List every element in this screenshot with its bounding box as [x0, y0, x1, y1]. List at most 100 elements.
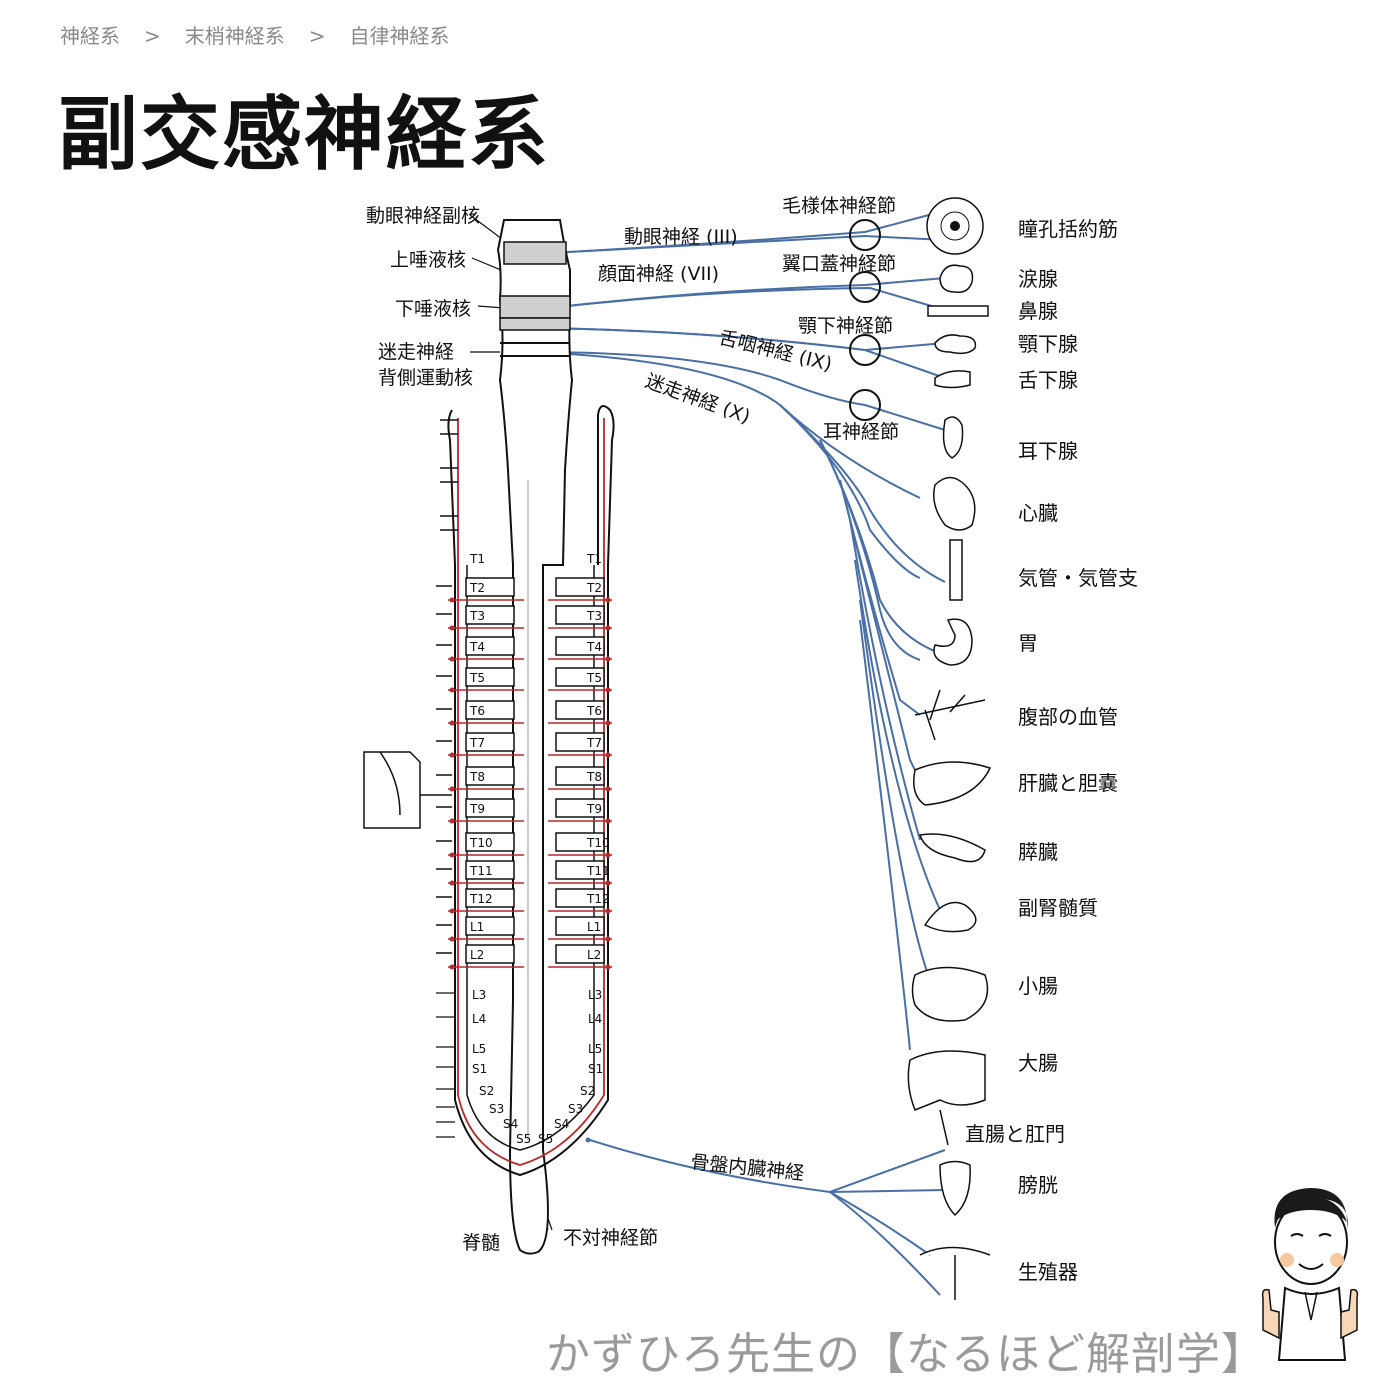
- nucleus-band: [499, 317, 571, 331]
- organ-label-pancreas: 膵臓: [1018, 840, 1058, 864]
- bladder-icon: [939, 1160, 971, 1217]
- segment-node: [449, 720, 455, 726]
- segment-node: [605, 852, 611, 858]
- organ-label-small-intestine: 小腸: [1018, 974, 1058, 998]
- abdominal-vessels-icon: [914, 689, 986, 741]
- label-vagus-nerve: 迷走神経 (X): [642, 370, 753, 428]
- nerve-fiber: [589, 1139, 946, 1194]
- segment-label-right: T1: [586, 552, 602, 566]
- nerve-fiber: [859, 619, 911, 1051]
- segment-node: [605, 936, 611, 942]
- nerve-fiber: [531, 277, 946, 311]
- segment-box-left: [465, 667, 515, 687]
- pupil-icon: [950, 221, 960, 231]
- segment-node: [449, 964, 455, 970]
- segment-label-right: T11: [586, 864, 610, 878]
- organ-label-abdominal-vessels: 腹部の血管: [1018, 705, 1118, 729]
- organ-label-nasal-gland: 鼻腺: [1018, 299, 1058, 323]
- organ-label-pupillary-sphincter: 瞳孔括約筋: [1018, 217, 1118, 241]
- segment-label-left: T2: [469, 581, 485, 595]
- nerve-fiber: [819, 439, 921, 661]
- ganglion-circle: [849, 334, 881, 366]
- segment-node: [449, 786, 455, 792]
- label-inferior-salivatory-nucleus: 下唾液核: [395, 298, 471, 320]
- nerve-fiber: [829, 1191, 941, 1296]
- segment-label-left: L3: [472, 988, 486, 1002]
- breadcrumb: 神経系>末梢神経系>自律神経系: [60, 20, 450, 49]
- segment-label-right: T12: [586, 892, 610, 906]
- rectum-icon: [939, 1109, 949, 1146]
- small-intestine-icon: [911, 966, 989, 1022]
- nerve-lines: [469, 211, 946, 1296]
- segment-label-right: S1: [588, 1062, 603, 1076]
- organ-label-sublingual-gland: 舌下腺: [1018, 368, 1078, 392]
- segment-node: [449, 908, 455, 914]
- segment-node: [605, 752, 611, 758]
- segment-node: [449, 752, 455, 758]
- segment-label-left: T10: [469, 836, 493, 850]
- inner-chain-outline: [466, 565, 595, 1151]
- segment-box-left: [465, 916, 515, 936]
- page-title: 副交感神経系: [58, 88, 550, 181]
- segment-box-right: [555, 916, 605, 936]
- segment-label-right: L5: [588, 1042, 602, 1056]
- label-vagus-dorsal-2: 背側運動核: [378, 367, 473, 389]
- lacrimal-gland-icon: [939, 264, 974, 294]
- segment-label-left: T9: [469, 802, 485, 816]
- segment-label-left: T1: [469, 552, 485, 566]
- organ-label-trachea-bronchi: 気管・気管支: [1018, 566, 1138, 590]
- segment-label-left: T8: [469, 770, 485, 784]
- segment-label-right: L3: [588, 988, 602, 1002]
- breadcrumb-item-autonomic[interactable]: 自律神経系: [349, 24, 450, 48]
- organ-label-reproductive-organs: 生殖器: [1018, 1260, 1078, 1284]
- segment-node: [605, 720, 611, 726]
- segment-label-right: T10: [586, 836, 610, 850]
- segment-box-left: [465, 766, 515, 786]
- segment-label-left: S1: [472, 1062, 487, 1076]
- segment-label-left: S2: [479, 1084, 494, 1098]
- nerve-fiber: [779, 404, 946, 583]
- segment-box-right: [555, 860, 605, 880]
- segment-node: [605, 786, 611, 792]
- segment-box-right: [555, 732, 605, 752]
- nerve-fiber: [531, 351, 946, 431]
- footer-brand: かずひろ先生の【なるほど解剖学】: [546, 1329, 1266, 1380]
- organ-label-rectum-anus: 直腸と肛門: [965, 1122, 1065, 1146]
- segment-label-left: L4: [472, 1012, 486, 1026]
- segment-node: [449, 625, 455, 631]
- segment-label-right: T7: [586, 736, 602, 750]
- nasal-gland-icon: [927, 305, 989, 317]
- segment-label-right: L4: [588, 1012, 602, 1026]
- organ-label-parotid-gland: 耳下腺: [1018, 439, 1078, 463]
- label-ciliary-ganglion: 毛様体神経節: [782, 195, 896, 217]
- segment-box-left: [465, 700, 515, 720]
- organ-label-stomach: 胃: [1018, 631, 1038, 655]
- segment-label-right: T8: [586, 770, 602, 784]
- segment-box-right: [555, 700, 605, 720]
- breadcrumb-item-nervous-system[interactable]: 神経系: [60, 24, 120, 48]
- segment-node: [605, 818, 611, 824]
- organ-icons: [363, 197, 992, 1300]
- organ-label-liver-gallbladder: 肝臓と胆嚢: [1018, 771, 1118, 795]
- segment-node: [449, 597, 455, 603]
- label-spinal-cord: 脊髄: [462, 1232, 500, 1254]
- segment-label-left: T4: [469, 640, 485, 654]
- segment-box-left: [465, 732, 515, 752]
- sublingual-gland-icon: [934, 370, 971, 389]
- segment-node: [449, 687, 455, 693]
- segment-box-right: [555, 888, 605, 908]
- segment-label-left: L1: [470, 920, 484, 934]
- segment-label-right: S5: [538, 1132, 553, 1146]
- segment-box-right: [555, 577, 605, 597]
- nerve-fiber: [849, 519, 921, 841]
- nerve-fiber: [531, 327, 946, 379]
- nerve-fiber: [531, 234, 946, 255]
- segment-box-right: [555, 832, 605, 852]
- segment-label-left: T5: [469, 671, 485, 685]
- segment-label-right: T6: [586, 704, 602, 718]
- label-superior-salivatory-nucleus: 上唾液核: [390, 249, 466, 271]
- segment-node: [605, 625, 611, 631]
- segment-node: [605, 908, 611, 914]
- segment-label-right: T9: [586, 802, 602, 816]
- breadcrumb-item-peripheral[interactable]: 末梢神経系: [184, 24, 285, 48]
